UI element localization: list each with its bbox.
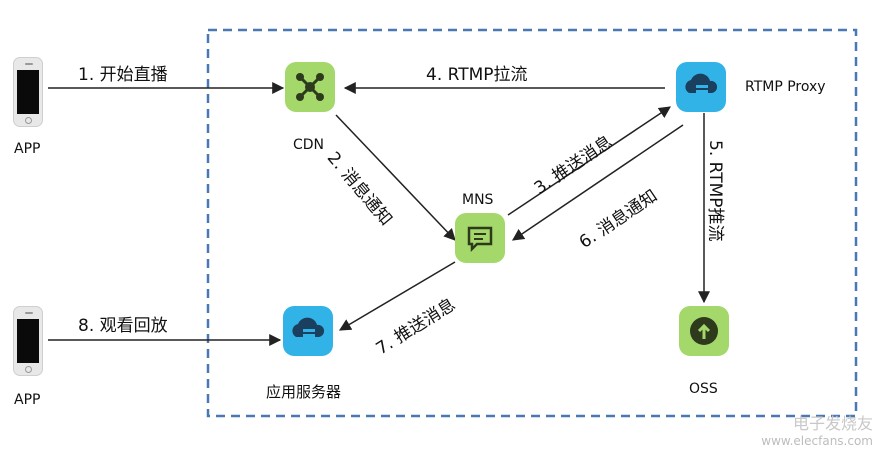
arrow-2-cdn-to-mns bbox=[335, 114, 456, 241]
app-bottom-label: APP bbox=[14, 392, 41, 408]
mns-node bbox=[455, 213, 505, 263]
rtmp-proxy-node bbox=[676, 62, 726, 112]
app-server-label: 应用服务器 bbox=[266, 383, 342, 401]
oss-label: OSS bbox=[689, 381, 718, 397]
rtmp-proxy-label: RTMP Proxy bbox=[745, 79, 826, 95]
cdn-label: CDN bbox=[293, 137, 325, 153]
cloud-server-icon bbox=[292, 317, 325, 342]
cdn-node bbox=[285, 62, 335, 112]
oss-node bbox=[679, 306, 729, 356]
mns-label: MNS bbox=[462, 192, 494, 208]
cloud-server-icon bbox=[685, 73, 718, 98]
step-4-label: 4. RTMP拉流 bbox=[426, 65, 528, 85]
step-5-label: 5. RTMP推流 bbox=[705, 140, 725, 242]
network-nodes-icon bbox=[296, 73, 324, 101]
watermark-url: www.elecfans.com bbox=[761, 434, 873, 448]
arrow-6-proxy-to-mns bbox=[512, 124, 684, 241]
watermark-name: 电子发烧友 bbox=[792, 414, 873, 433]
app-server-node bbox=[283, 306, 333, 356]
app-phone-top-icon bbox=[13, 57, 43, 127]
step-8-label: 8. 观看回放 bbox=[78, 316, 168, 336]
cloud-upload-icon bbox=[690, 317, 718, 345]
system-boundary bbox=[206, 28, 858, 418]
arrow-7-mns-to-server bbox=[338, 261, 456, 331]
app-top-label: APP bbox=[14, 141, 41, 157]
app-phone-bottom-icon bbox=[13, 306, 43, 376]
watermark: 电子发烧友 www.elecfans.com bbox=[761, 410, 873, 448]
step-1-label: 1. 开始直播 bbox=[78, 65, 168, 85]
message-queue-icon bbox=[467, 226, 493, 253]
arrow-3-mns-to-proxy bbox=[507, 106, 671, 216]
